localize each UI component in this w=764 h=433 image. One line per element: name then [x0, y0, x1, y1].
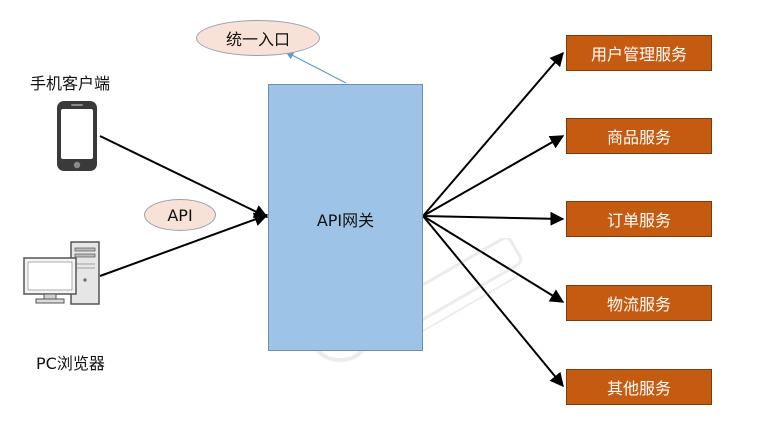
gateway-to-other-service-arrow	[422, 215, 564, 388]
pc-to-gateway-arrow	[99, 212, 269, 277]
pc-client-label: PC浏览器	[36, 354, 105, 373]
gateway-to-user-service-arrow	[422, 51, 564, 217]
api-gateway-box: API网关	[268, 84, 423, 351]
mobile-to-gateway-arrow	[99, 135, 269, 218]
gateway-to-logistics-service-arrow	[422, 215, 565, 303]
logistics-service-box: 物流服务	[566, 285, 712, 321]
mobile-client-label: 手机客户端	[30, 74, 111, 93]
product-service-box: 商品服务	[566, 118, 712, 154]
gateway-to-order-service-arrow	[422, 211, 565, 226]
gateway-to-entry-arrow	[285, 51, 347, 84]
order-service-box: 订单服务	[566, 201, 712, 237]
smartphone-icon	[57, 101, 97, 171]
other-service-box: 其他服务	[566, 369, 712, 405]
desktop-computer-icon	[23, 241, 100, 305]
user-management-service-box: 用户管理服务	[566, 35, 712, 71]
api-gateway-label: API网关	[316, 211, 375, 230]
api-ellipse: API	[144, 199, 216, 231]
gateway-to-product-service-arrow	[422, 135, 565, 217]
unified-entry-ellipse: 统一入口	[196, 20, 320, 56]
